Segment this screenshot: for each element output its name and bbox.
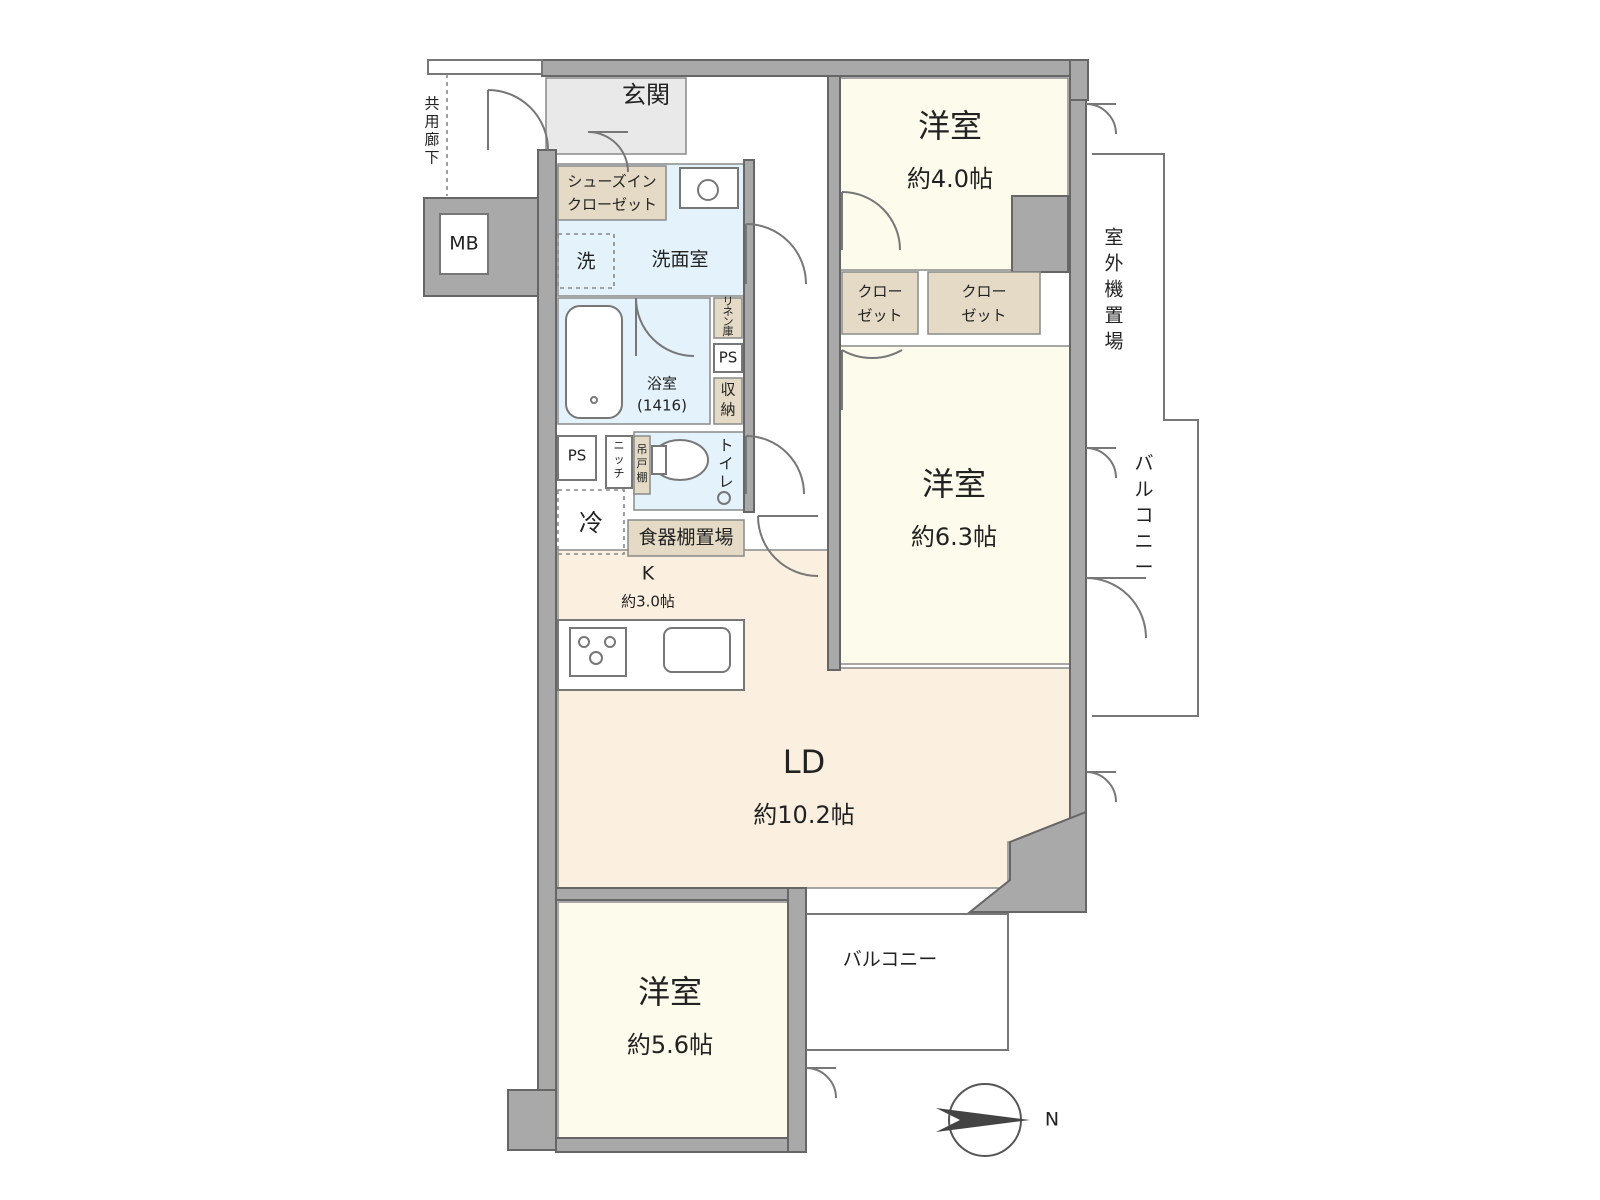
- north-label: N: [1045, 1109, 1059, 1131]
- mb-box: [439, 213, 489, 275]
- balcony-side-label-4: ニ: [1134, 531, 1153, 553]
- wall-bedroom1-corner: [1011, 195, 1069, 273]
- shoe-closet-label-2: クローゼット: [567, 196, 657, 214]
- wall-bedroom3-right: [787, 887, 807, 1153]
- sink-icon: [663, 627, 731, 673]
- entrance-floor: [545, 77, 687, 155]
- dish-rack-area: [627, 519, 745, 557]
- bathroom-label: 浴室: [647, 375, 677, 393]
- fridge-label: 冷: [579, 509, 603, 537]
- wall-bottom: [555, 1137, 789, 1153]
- corridor-rail: [427, 59, 543, 75]
- wall-ld-bottom: [555, 887, 789, 901]
- corridor-label-2: 用: [424, 113, 439, 131]
- closet1: [841, 271, 919, 335]
- wall-bedroom-split: [827, 75, 841, 671]
- ps-label-1: PS: [719, 349, 738, 367]
- balcony-side-label-3: コ: [1134, 505, 1153, 527]
- wall-right: [1069, 99, 1087, 913]
- wall-left-main: [537, 149, 557, 1091]
- wall-core-right: [743, 159, 755, 513]
- closet2-label-1: クロー: [961, 283, 1006, 301]
- bedroom2-label: 洋室: [922, 465, 986, 503]
- linen-label-3: ン: [723, 315, 734, 328]
- balcony-side-label-1: バ: [1134, 453, 1153, 475]
- hanging-shelf-box: [633, 435, 651, 495]
- closet1-label-2: ゼット: [857, 307, 902, 325]
- ld-label: LD: [783, 743, 825, 781]
- fridge-area: [557, 489, 625, 555]
- balcony-bottom-outline: [806, 913, 1009, 1051]
- dish-rack-label: 食器棚置場: [638, 527, 733, 549]
- shoe-closet: [557, 165, 667, 221]
- niche-label-3: チ: [614, 467, 625, 480]
- corridor-label-4: 下: [424, 149, 439, 167]
- closet2-label-2: ゼット: [961, 307, 1006, 325]
- ac-outdoor-label-1: 室: [1104, 227, 1123, 249]
- toilet-label-1: ト: [718, 437, 733, 455]
- wall-bottom-left: [507, 1089, 557, 1151]
- ac-outdoor-label-4: 置: [1104, 305, 1123, 327]
- linen-label-4: 庫: [723, 324, 734, 338]
- balcony-side-label-2: ル: [1134, 479, 1153, 501]
- bathroom-size-label: (1416): [637, 397, 687, 415]
- entrance-label: 玄関: [622, 81, 670, 109]
- linen-box: [713, 297, 743, 339]
- hanging-shelf-label-3: 棚: [637, 470, 648, 484]
- hanging-shelf-label-2: 戸: [637, 457, 648, 470]
- linen-label-1: リ: [723, 295, 734, 308]
- bedroom1-size-label: 約4.0帖: [907, 165, 993, 193]
- storage-label-1: 収: [720, 381, 735, 399]
- wall-top: [541, 59, 1089, 77]
- compass-icon: [936, 1083, 1030, 1157]
- ac-outdoor-area: [1092, 153, 1199, 717]
- balcony-side-label-5: ー: [1134, 557, 1153, 579]
- ac-outdoor-label-3: 機: [1104, 279, 1123, 301]
- storage-box: [713, 377, 743, 425]
- ps-box-1: [713, 343, 743, 373]
- washer-area: [557, 233, 615, 289]
- ac-outdoor-label-5: 場: [1104, 331, 1123, 353]
- hanging-shelf-label-1: 吊: [637, 443, 648, 456]
- wall-top-right-corner: [1069, 59, 1089, 101]
- closet1-label-1: クロー: [857, 283, 902, 301]
- storage-label-2: 納: [720, 401, 735, 419]
- bedroom3-size-label: 約5.6帖: [627, 1031, 713, 1059]
- washroom-label: 洗面室: [651, 249, 708, 271]
- balcony-bottom-label: バルコニー: [843, 949, 938, 971]
- bedroom2-floor: [839, 345, 1071, 665]
- wall-ld-corner: [967, 810, 1087, 913]
- toilet-label-2: イ: [718, 455, 733, 473]
- corridor-label-1: 共: [424, 95, 439, 113]
- bedroom3-label: 洋室: [638, 973, 702, 1011]
- toilet-label-3: レ: [718, 473, 733, 491]
- corridor-label-3: 廊: [424, 131, 439, 149]
- linen-label-2: ネ: [723, 305, 734, 318]
- ps-label-2: PS: [568, 447, 587, 465]
- bathtub-icon: [565, 305, 623, 419]
- bedroom3-floor: [557, 901, 789, 1139]
- bedroom1-label: 洋室: [918, 107, 982, 145]
- bedroom2-size-label: 約6.3帖: [911, 523, 997, 551]
- niche-box: [605, 435, 633, 489]
- ps-box-2: [557, 435, 597, 481]
- kitchen-label: K: [642, 563, 655, 585]
- niche-label-2: ッ: [614, 453, 625, 466]
- washer-label: 洗: [576, 251, 595, 273]
- mb-label: MB: [449, 233, 478, 255]
- kitchen-size-label: 約3.0帖: [621, 593, 675, 611]
- ac-outdoor-label-2: 外: [1104, 253, 1123, 275]
- closet2: [927, 271, 1041, 335]
- shoe-closet-label-1: シューズイン: [567, 173, 656, 191]
- niche-label-1: ニ: [614, 439, 625, 452]
- washbasin-icon: [679, 167, 739, 209]
- ld-size-label: 約10.2帖: [753, 801, 854, 829]
